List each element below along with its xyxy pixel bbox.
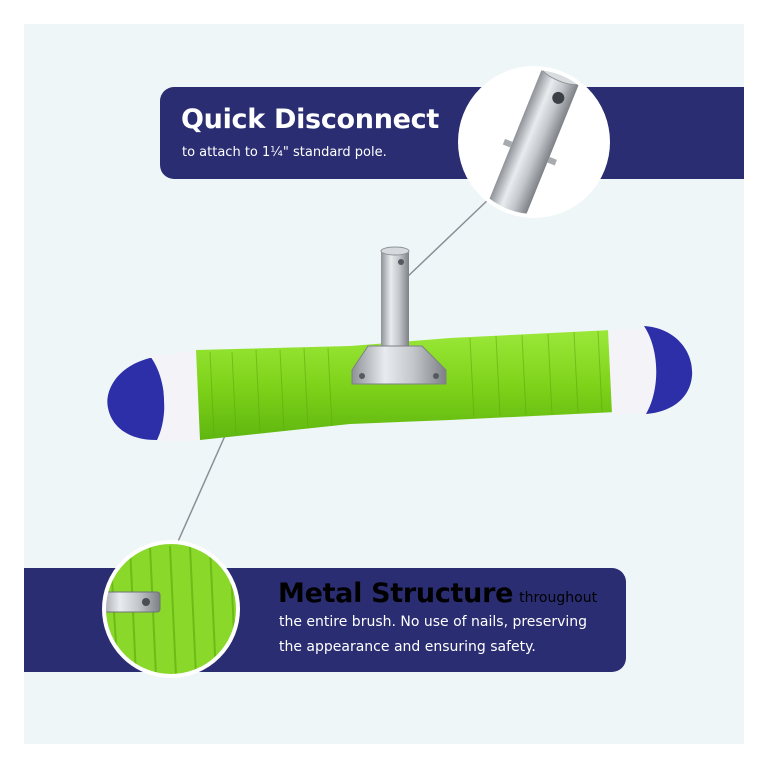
handle-base-plate <box>351 345 447 385</box>
brush-head <box>107 326 693 442</box>
callout-line-top <box>403 195 493 281</box>
left-blue-tuft <box>107 358 166 440</box>
right-white-tuft <box>608 328 657 414</box>
left-white-tuft <box>150 350 204 442</box>
metal-structure-title-tail: throughout <box>519 590 598 606</box>
green-bristles <box>196 330 616 440</box>
metal-handle <box>351 246 447 385</box>
metal-structure-desc-line-1: the entire brush. No use of nails, prese… <box>279 614 588 630</box>
handle-hole <box>398 259 404 265</box>
metal-structure-title: Metal Structure <box>278 578 514 609</box>
right-blue-tuft <box>644 326 693 414</box>
quick-disconnect-banner <box>160 87 744 179</box>
handle-tube <box>381 250 409 350</box>
quick-disconnect-subtitle: to attach to 1¼" standard pole. <box>182 145 387 160</box>
metal-structure-heading: Metal Structure throughout <box>278 578 597 609</box>
quick-disconnect-title: Quick Disconnect <box>181 104 439 135</box>
metal-structure-desc-line-2: the appearance and ensuring safety. <box>279 639 536 655</box>
metal-structure-detail <box>102 540 240 678</box>
callout-line-bottom <box>175 419 233 547</box>
quick-disconnect-detail <box>458 66 610 218</box>
